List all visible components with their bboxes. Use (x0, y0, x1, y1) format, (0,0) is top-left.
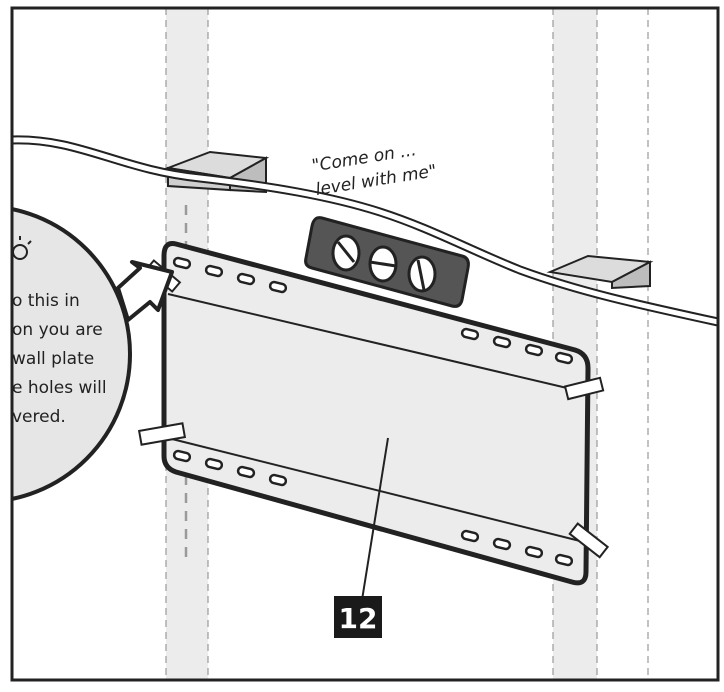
tip-line-4: e holes will (12, 378, 107, 398)
level-vials (331, 234, 437, 293)
step-leader-line (361, 437, 389, 601)
tip-line-2: on you are (12, 320, 103, 340)
stud-block-right (546, 254, 654, 290)
tv-wall-plate (161, 241, 591, 586)
frame-border (10, 6, 720, 682)
power-cable (12, 135, 718, 327)
callout-arrow (116, 260, 174, 322)
mounting-slots (172, 256, 574, 567)
level-speech: "Come on ... level with me" (311, 137, 439, 200)
tip-text: o this in on you are wall plate e holes … (12, 291, 112, 427)
tip-bubble: o this in on you are wall plate e holes … (12, 207, 132, 501)
tip-line-1: o this in (12, 291, 80, 311)
tip-line-5: vered. (12, 407, 66, 427)
step-number-badge: 12 (334, 596, 382, 638)
step-number: 12 (339, 602, 378, 635)
tip-line-3: wall plate (12, 349, 94, 369)
spirit-level (304, 216, 470, 308)
